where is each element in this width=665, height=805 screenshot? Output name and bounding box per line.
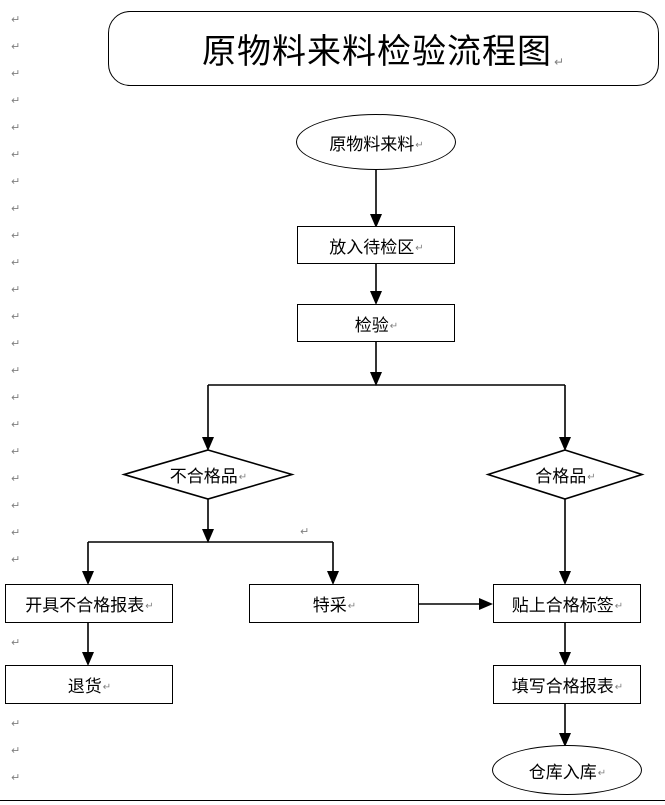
paragraph-mark: ↵ [389,320,399,332]
page-bottom-rule [0,800,665,801]
paragraph-mark: ↵ [553,55,566,69]
page-title: 原物料来料检验流程图↵ [109,12,658,85]
arrowhead-return-goods [82,652,94,666]
node-warehouse-label: 仓库入库 [528,762,597,782]
paragraph-mark: ↵ [102,682,112,693]
paragraph-mark: ↵ [11,744,21,757]
node-reject-decision-label: 不合格品 [169,467,238,486]
paragraph-mark: ↵ [11,472,21,485]
paragraph-mark: ↵ [238,472,248,483]
node-quarantine-label: 放入待检区 [329,237,415,257]
node-warehouse[interactable]: 仓库入库↵ [492,745,642,795]
paragraph-mark: ↵ [614,601,624,612]
paragraph-mark: ↵ [11,337,21,350]
arrowhead-special-accept [327,571,339,585]
node-start-label: 原物料来料 [329,134,415,154]
node-start[interactable]: 原物料来料↵ [296,114,456,170]
paragraph-mark: ↵ [11,391,21,404]
paragraph-mark: ↵ [11,499,21,512]
arrowhead-attach-label-left [479,598,493,610]
node-return-goods[interactable]: 退货↵ [5,665,173,704]
arrowhead-inspect [370,291,382,305]
title-banner: 原物料来料检验流程图↵ [108,11,659,86]
paragraph-mark: ↵ [11,553,21,566]
node-special-accept-label: 特采 [312,596,347,615]
node-special-accept[interactable]: 特采↵ [249,584,419,623]
node-quarantine[interactable]: 放入待检区↵ [297,226,455,264]
arrowhead-split [370,372,382,386]
paragraph-mark: ↵ [11,283,21,296]
paragraph-mark: ↵ [415,139,424,151]
node-return-goods-label: 退货 [67,677,102,696]
page-title-text: 原物料来料检验流程图 [201,34,552,71]
node-accept-decision-labelwrap: 合格品↵ [487,449,643,500]
paragraph-mark: ↵ [614,682,624,693]
paragraph-mark: ↵ [11,13,21,26]
paragraph-mark: ↵ [11,310,21,323]
node-reject-decision-labelwrap: 不合格品↵ [123,449,293,500]
node-issue-report-label: 开具不合格报表 [25,596,145,615]
paragraph-mark: ↵ [11,256,21,269]
paragraph-mark: ↵ [587,472,596,483]
paragraph-mark: ↵ [597,767,607,779]
paragraph-mark: ↵ [11,148,21,161]
node-inspect-label: 检验 [354,315,389,335]
paragraph-mark: ↵ [11,364,21,377]
paragraph-mark: ↵ [11,418,21,431]
paragraph-mark: ↵ [11,717,21,730]
paragraph-mark: ↵ [11,94,21,107]
paragraph-mark: ↵ [145,601,154,612]
paragraph-mark: ↵ [11,175,21,188]
node-accept-decision[interactable]: 合格品↵ [485,449,645,500]
paragraph-mark: ↵ [415,242,424,254]
paragraph-mark: ↵ [11,445,21,458]
diamond-shape-accept [485,449,645,500]
arrowhead-split2 [202,529,214,543]
paragraph-mark: ↵ [11,771,21,784]
node-fill-report[interactable]: 填写合格报表↵ [493,665,641,704]
node-reject-decision[interactable]: 不合格品↵ [121,449,295,500]
paragraph-mark: ↵ [11,67,21,80]
paragraph-mark: ↵ [11,636,21,649]
paragraph-mark: ↵ [11,526,21,539]
paragraph-mark: ↵ [11,40,21,53]
paragraph-mark: ↵ [347,601,357,612]
paragraph-mark: ↵ [11,202,21,215]
node-inspect[interactable]: 检验↵ [297,304,455,342]
arrowhead-fill-report [559,652,571,666]
arrowhead-attach-label [559,571,571,585]
node-issue-report[interactable]: 开具不合格报表↵ [5,584,173,623]
paragraph-mark: ↵ [11,229,21,242]
paragraph-mark: ↵ [300,525,310,538]
node-fill-report-label: 填写合格报表 [511,677,614,696]
paragraph-mark: ↵ [11,121,21,134]
node-accept-decision-label: 合格品 [535,467,587,486]
diamond-shape-reject [121,449,295,500]
node-attach-label-label: 贴上合格标签 [511,596,614,615]
node-attach-label[interactable]: 贴上合格标签↵ [493,584,641,623]
arrowhead-issue-report [82,571,94,585]
